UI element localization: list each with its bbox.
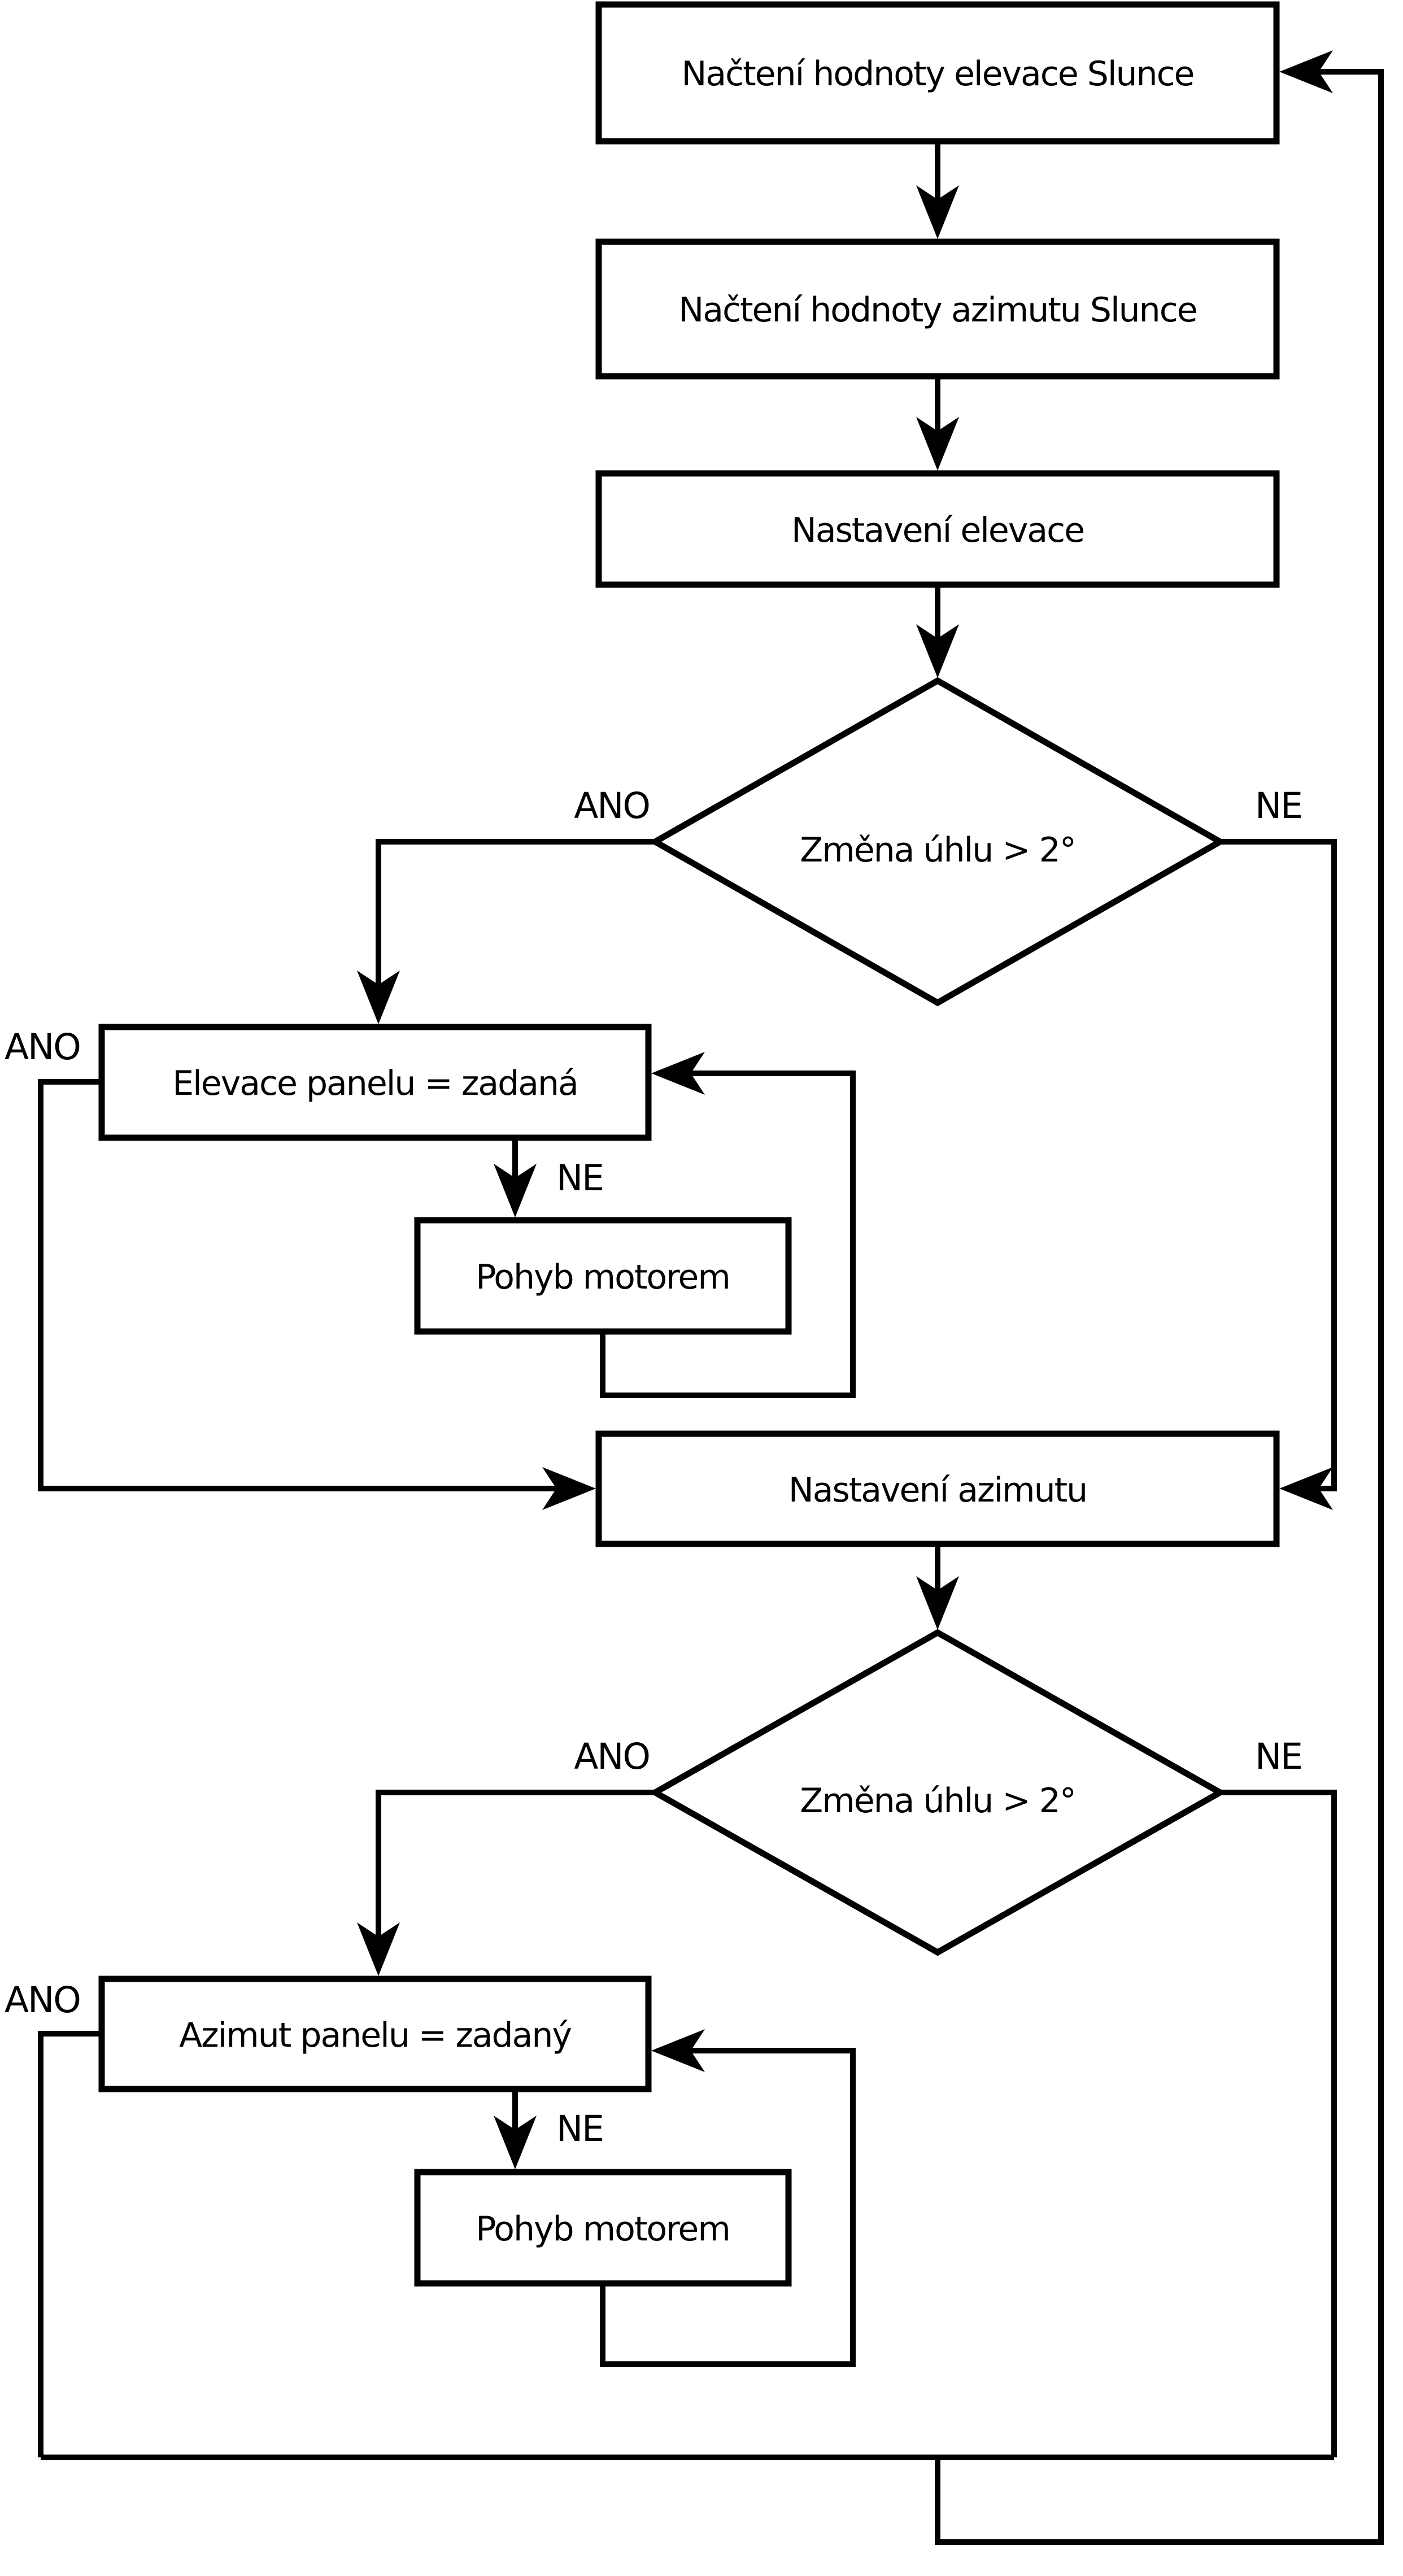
- edge-motor-move-2-loop: [600, 2048, 856, 2367]
- arrowhead-into-motor-move-2: [494, 2116, 537, 2169]
- edge-label-d1-ne: NE: [1255, 785, 1302, 826]
- edge-label-ap-ne: NE: [556, 2108, 603, 2149]
- arrowhead-into-elevation-equal: [357, 971, 400, 1024]
- edge-decision-elevation-yes: [376, 839, 655, 986]
- process-set-azimuth: [595, 1430, 1280, 1547]
- arrowhead-into-read-elevation: [1279, 50, 1333, 93]
- decision-azimuth-diamond: [648, 1629, 1227, 1956]
- label-decision-azimuth: Změna úhlu > 2°: [800, 1781, 1075, 1821]
- arrowhead-into-azimuth-equal: [357, 1922, 400, 1976]
- edge-label-d2-ne: NE: [1255, 1736, 1302, 1777]
- edge-label-ap-ano: ANO: [5, 1979, 80, 2021]
- edge-azimuth-equal-yes: [38, 2031, 102, 2457]
- process-azimuth-equal: [98, 1975, 652, 2092]
- label-motor-move-1: Pohyb motorem: [476, 1257, 730, 1297]
- process-motor-move-1: [414, 1217, 792, 1335]
- process-read-elevation: [595, 1, 1280, 145]
- edge-label-ep-ano: ANO: [5, 1026, 80, 1068]
- edge-label-d2-ano: ANO: [574, 1736, 650, 1777]
- label-read-azimuth: Načtení hodnoty azimutu Slunce: [678, 290, 1196, 330]
- arrowhead-into-decision-elevation: [916, 624, 959, 678]
- arrowhead-into-set-elevation: [916, 417, 959, 471]
- process-motor-move-2: [414, 2169, 792, 2287]
- arrowhead-into-motor-move-1: [494, 1164, 537, 1217]
- edge-return-to-start: [935, 69, 1384, 2545]
- arrowhead-into-read-azimuth: [916, 185, 959, 239]
- label-elevation-equal: Elevace panelu = zadaná: [172, 1064, 578, 1103]
- arrowhead-into-set-azimuth-right: [1279, 1467, 1333, 1510]
- edge-decision-elevation-no: [1220, 839, 1337, 1491]
- arrowhead-into-decision-azimuth: [916, 1576, 959, 1630]
- label-motor-move-2: Pohyb motorem: [476, 2209, 730, 2249]
- process-read-azimuth: [595, 238, 1280, 380]
- process-set-elevation: [595, 470, 1280, 588]
- arrowhead-into-elevation-equal-right: [651, 1052, 705, 1095]
- edge-decision-azimuth-yes: [376, 1790, 655, 1938]
- edge-label-ep-ne: NE: [556, 1158, 603, 1199]
- label-set-elevation: Nastavení elevace: [791, 511, 1084, 550]
- edge-decision-azimuth-no: [1220, 1790, 1337, 2457]
- arrowhead-into-azimuth-equal-right: [651, 2029, 705, 2072]
- label-set-azimuth: Nastavení azimutu: [788, 1470, 1087, 1510]
- label-decision-elevation: Změna úhlu > 2°: [800, 830, 1075, 870]
- decision-elevation-diamond: [648, 677, 1227, 1007]
- edge-label-d1-ano: ANO: [574, 785, 650, 826]
- label-azimuth-equal: Azimut panelu = zadaný: [179, 2016, 571, 2055]
- arrowhead-into-set-azimuth-left: [542, 1467, 596, 1510]
- process-elevation-equal: [98, 1024, 652, 1141]
- edge-motor-move-1-loop: [600, 1071, 856, 1398]
- label-read-elevation: Načtení hodnoty elevace Slunce: [682, 54, 1194, 94]
- edge-elevation-equal-yes: [38, 1079, 558, 1491]
